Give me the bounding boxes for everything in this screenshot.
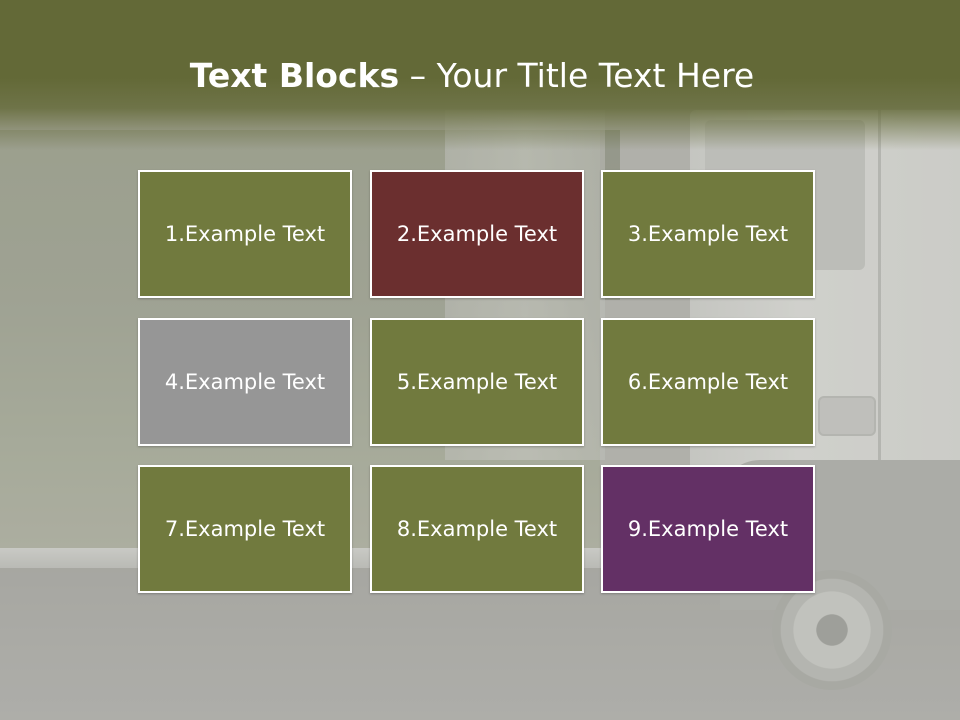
- background-truck-door-seam: [878, 110, 881, 580]
- text-block-3[interactable]: 3.Example Text: [601, 170, 815, 298]
- text-block-label: 1.Example Text: [164, 222, 326, 246]
- text-block-label: 9.Example Text: [627, 517, 789, 541]
- background-truck-handle: [818, 396, 876, 436]
- text-block-label: 3.Example Text: [627, 222, 789, 246]
- slide-title: Text Blocks – Your Title Text Here: [0, 54, 944, 98]
- slide-title-bold: Text Blocks: [189, 56, 400, 95]
- text-block-6[interactable]: 6.Example Text: [601, 318, 815, 446]
- text-block-8[interactable]: 8.Example Text: [370, 465, 584, 593]
- text-block-9[interactable]: 9.Example Text: [601, 465, 815, 593]
- text-block-1[interactable]: 1.Example Text: [138, 170, 352, 298]
- text-block-label: 6.Example Text: [627, 370, 789, 394]
- text-block-4[interactable]: 4.Example Text: [138, 318, 352, 446]
- slide-title-rest: – Your Title Text Here: [399, 56, 755, 95]
- title-band: [0, 0, 960, 150]
- text-block-5[interactable]: 5.Example Text: [370, 318, 584, 446]
- text-block-label: 8.Example Text: [396, 517, 558, 541]
- text-block-label: 4.Example Text: [164, 370, 326, 394]
- text-block-label: 5.Example Text: [396, 370, 558, 394]
- text-block-label: 2.Example Text: [396, 222, 558, 246]
- text-block-label: 7.Example Text: [164, 517, 326, 541]
- text-block-2[interactable]: 2.Example Text: [370, 170, 584, 298]
- text-block-7[interactable]: 7.Example Text: [138, 465, 352, 593]
